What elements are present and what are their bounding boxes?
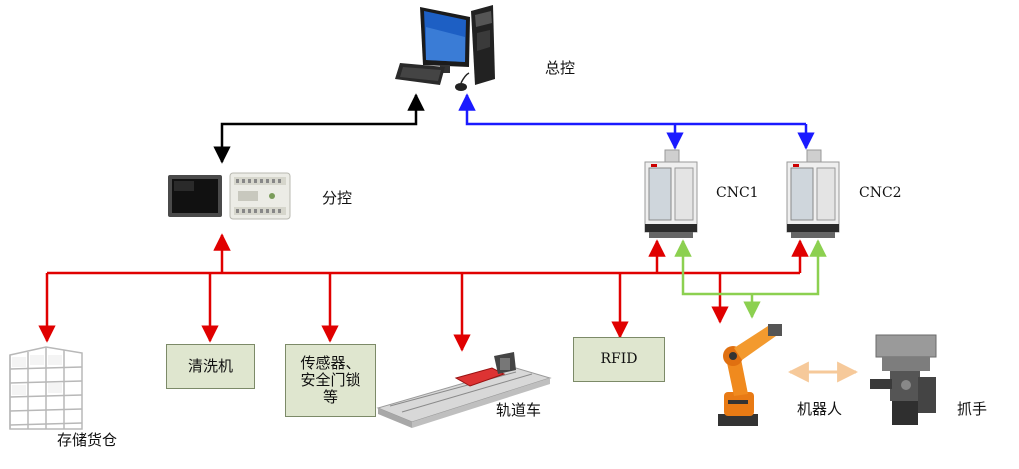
rfid-label: RFID bbox=[600, 351, 638, 368]
rail-car-label: 轨道车 bbox=[496, 401, 542, 419]
sensors-box: 传感器、 安全门锁 等 bbox=[285, 344, 376, 417]
sub-control-label: 分控 bbox=[322, 189, 353, 207]
cnc-machine-icon bbox=[786, 149, 840, 238]
washer-label: 清洗机 bbox=[187, 356, 233, 375]
sensors-label-line2: 安全门锁 bbox=[300, 370, 361, 389]
cnc1-label: CNC1 bbox=[716, 185, 759, 201]
storage-label: 存储货仓 bbox=[57, 431, 118, 449]
sensors-label-line3: 等 bbox=[322, 388, 338, 407]
plc-icon bbox=[229, 172, 291, 220]
shelving-icon bbox=[9, 346, 83, 430]
industrial-robot-icon bbox=[718, 324, 782, 426]
cnc2-label: CNC2 bbox=[859, 185, 902, 201]
desktop-computer-icon bbox=[395, 5, 495, 91]
robot-label: 机器人 bbox=[797, 400, 843, 418]
black-link-subcontrol-main bbox=[213, 93, 425, 164]
touch-panel-icon bbox=[168, 175, 222, 217]
cnc-machine-icon bbox=[644, 149, 698, 238]
washer-box: 清洗机 bbox=[166, 344, 255, 389]
blue-link-main-cnc bbox=[458, 93, 806, 126]
gripper-icon bbox=[870, 334, 937, 425]
rfid-box: RFID bbox=[573, 337, 665, 382]
linear-rail-icon bbox=[376, 352, 552, 428]
main-control-label: 总控 bbox=[545, 59, 576, 77]
sensors-label-line1: 传感器、 bbox=[300, 353, 361, 372]
green-link-robot-cnc bbox=[674, 239, 827, 296]
gripper-label: 抓手 bbox=[957, 400, 988, 418]
